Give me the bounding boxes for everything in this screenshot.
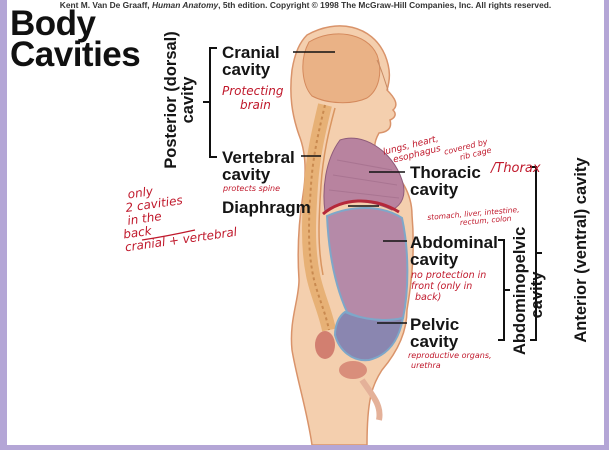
pelvic-note-line-2: urethra	[411, 361, 441, 370]
thoracic-line-2: cavity	[410, 180, 459, 199]
cranial-handwritten-note: Protecting brain	[222, 84, 283, 112]
abdominal-note-line-1: no protection in	[411, 270, 487, 281]
posterior-label-line-2: cavity	[179, 76, 197, 124]
abdominopelvic-line-2: cavity	[528, 271, 546, 319]
thoracic-line-1: Thoracic	[410, 163, 481, 182]
cranial-cavity-label: Cranial cavity	[222, 44, 280, 78]
abdominopelvic-cavity-label: Abdominopelvic cavity	[511, 226, 546, 355]
abdominal-line-2: cavity	[410, 250, 459, 269]
diaphragm-shape	[322, 199, 400, 216]
abdominal-note-line-3: back)	[415, 292, 442, 303]
thoracic-cavity-label: Thoracic cavity	[410, 164, 481, 198]
cranial-note-line-2: brain	[240, 98, 271, 112]
title-line-2: Cavities	[10, 35, 141, 74]
credit-book-title: Human Anatomy	[151, 0, 219, 10]
pelvic-cavity-shape	[333, 310, 405, 362]
pelvic-line-1: Pelvic	[410, 315, 460, 334]
pelvic-line-2: cavity	[410, 332, 459, 351]
abdominal-note-line-2: front (only in	[411, 281, 473, 292]
anterior-ventral-cavity-label: Anterior (ventral) cavity	[572, 157, 590, 343]
cranial-line-1: Cranial	[222, 43, 280, 62]
pelvic-handwritten-note: reproductive organs, urethra	[408, 351, 492, 371]
thorax-annotation: /Thorax	[491, 161, 541, 176]
abdominal-line-1: Abdominal	[410, 233, 498, 252]
posterior-bracket	[203, 47, 217, 158]
posterior-label-line-1: Posterior (dorsal)	[162, 31, 180, 169]
thoracic-cavity-shape	[323, 137, 405, 213]
cranial-cavity-shape	[302, 33, 381, 104]
copyright-credit: Kent M. Van De Graaff, Human Anatomy, 5t…	[7, 0, 604, 10]
abdominal-cavity-label: Abdominal cavity	[410, 234, 498, 268]
vertebral-line-2: cavity	[222, 165, 271, 184]
title-line-1: Body	[10, 4, 96, 43]
diaphragm-label: Diaphragm	[222, 198, 311, 217]
vertebral-line-1: Vertebral	[222, 148, 295, 167]
vertebral-handwritten-note: protects spine	[223, 184, 281, 193]
cranial-note-line-1: Protecting	[222, 84, 284, 98]
abdominopelvic-bracket	[498, 239, 510, 341]
credit-copyright: , 5th edition. Copyright © 1998 The McGr…	[218, 0, 552, 10]
body-sagittal-illustration	[141, 25, 542, 445]
abdominal-handwritten-note: no protection in front (only in back)	[411, 270, 486, 303]
posterior-dorsal-cavity-label: Posterior (dorsal) cavity	[162, 30, 197, 170]
vertebral-cavity-label: Vertebral cavity	[222, 149, 295, 183]
pelvic-note-line-1: reproductive organs,	[408, 351, 492, 360]
page-title: Body Cavities	[10, 4, 141, 74]
pelvic-cavity-label: Pelvic cavity	[410, 316, 459, 350]
anterior-bracket	[530, 166, 542, 341]
cranial-line-2: cavity	[222, 60, 271, 79]
slide: Kent M. Van De Graaff, Human Anatomy, 5t…	[7, 0, 604, 445]
abdominal-cavity-shape	[325, 207, 409, 321]
credit-author: Kent M. Van De Graaff,	[59, 0, 152, 10]
abdominopelvic-line-1: Abdominopelvic	[511, 226, 529, 355]
